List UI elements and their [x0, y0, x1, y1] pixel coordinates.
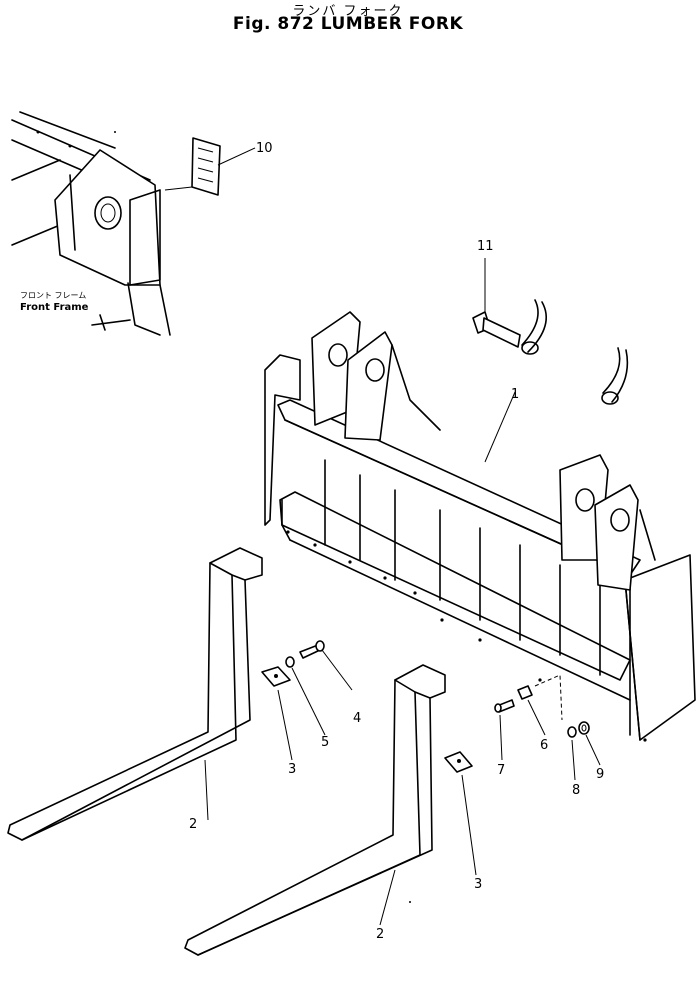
callout-1: 1 — [511, 387, 519, 402]
fork-tine-right — [184, 664, 446, 956]
bolt-7 — [494, 699, 515, 713]
callout-11: 11 — [477, 239, 494, 254]
decal-plate-10 — [164, 137, 256, 196]
washer-8 — [567, 726, 577, 738]
callout-9: 9 — [596, 767, 604, 782]
callout-leaders — [204, 391, 601, 926]
front-frame-drawing — [11, 111, 171, 336]
plate-6 — [517, 685, 533, 700]
callout-3-lower: 3 — [474, 877, 482, 892]
fork-lock-plate-3-upper — [261, 666, 291, 687]
callout-2-left: 2 — [189, 817, 197, 832]
callout-3-upper: 3 — [288, 762, 296, 777]
fork-carriage-frame — [264, 311, 696, 742]
callout-7: 7 — [497, 763, 505, 778]
bolt-4 — [299, 640, 325, 659]
callout-2-right: 2 — [376, 927, 384, 942]
nut-9 — [578, 721, 590, 735]
callout-6: 6 — [540, 738, 548, 753]
pin-and-clip-11 — [472, 258, 629, 405]
fork-lock-plate-3-lower — [444, 751, 473, 773]
callout-8: 8 — [572, 783, 580, 798]
figure-title: Fig. 872 LUMBER FORK — [232, 14, 464, 34]
front-frame-label-japanese: フロント フレーム — [20, 291, 86, 300]
callout-4: 4 — [353, 711, 361, 726]
washer-5 — [285, 656, 295, 668]
fork-tine-left — [7, 547, 263, 841]
figure-subtitle-japanese: ランバ フォーク — [292, 4, 404, 19]
assembly-guide-line — [534, 674, 563, 721]
callout-10: 10 — [256, 141, 273, 156]
front-frame-label: Front Frame — [20, 302, 89, 313]
callout-5: 5 — [321, 735, 329, 750]
